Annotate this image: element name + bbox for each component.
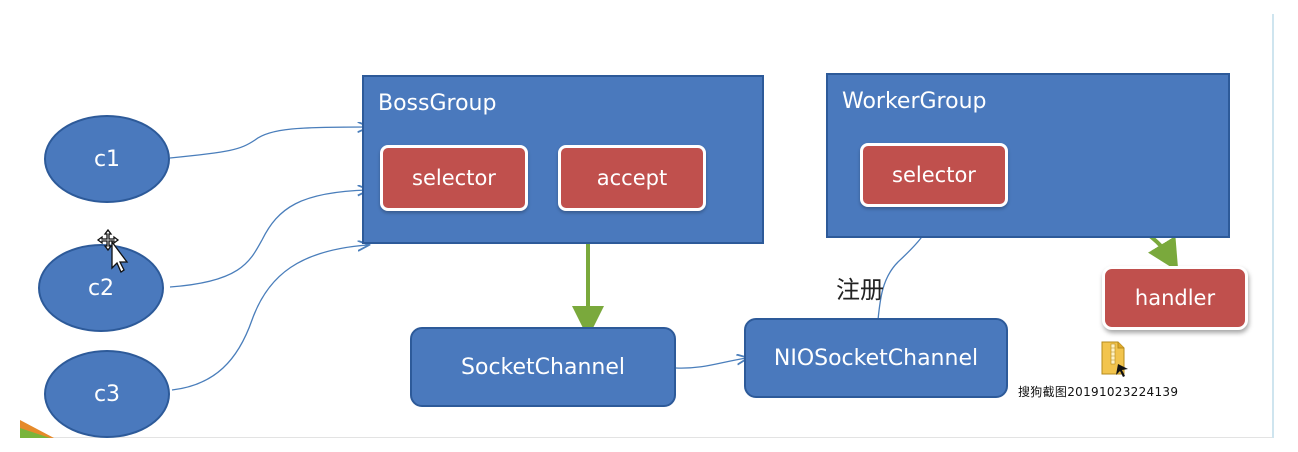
worker-selector-label: selector bbox=[892, 163, 976, 187]
client-c2: c2 bbox=[38, 244, 164, 332]
nio-socket-channel-box: NIOSocketChannel bbox=[744, 318, 1008, 398]
boss-selector-box: selector bbox=[380, 145, 528, 211]
boss-selector-label: selector bbox=[412, 166, 496, 190]
accept-label: accept bbox=[596, 166, 668, 190]
boss-group-title: BossGroup bbox=[378, 91, 497, 116]
socket-channel-box: SocketChannel bbox=[410, 327, 676, 407]
worker-group: WorkerGroup selector bbox=[826, 73, 1230, 238]
worker-group-title: WorkerGroup bbox=[842, 89, 987, 114]
socket-channel-label: SocketChannel bbox=[461, 354, 625, 380]
client-c3: c3 bbox=[44, 350, 170, 438]
move-cursor-icon bbox=[96, 228, 132, 274]
handler-box: handler bbox=[1102, 266, 1248, 330]
worker-selector-box: selector bbox=[860, 143, 1008, 207]
folder-zip-icon[interactable] bbox=[1098, 338, 1130, 378]
client-c1: c1 bbox=[44, 115, 170, 203]
handler-label: handler bbox=[1134, 286, 1216, 310]
socket-to-nio-connector bbox=[675, 358, 747, 369]
client-c1-label: c1 bbox=[93, 146, 121, 172]
register-label: 注册 bbox=[836, 276, 884, 304]
accept-box: accept bbox=[558, 145, 706, 211]
c2-to-boss-connector bbox=[169, 190, 368, 288]
client-c3-label: c3 bbox=[93, 381, 121, 407]
nio-socket-channel-label: NIOSocketChannel bbox=[773, 345, 979, 371]
c1-to-boss-connector bbox=[169, 127, 368, 159]
file-caption[interactable]: 搜狗截图20191023224139 bbox=[1018, 385, 1179, 399]
client-c2-label: c2 bbox=[87, 275, 115, 301]
c3-to-boss-connector bbox=[171, 245, 368, 391]
bottom-rule bbox=[24, 437, 1272, 438]
page-edge-rule bbox=[1272, 14, 1274, 438]
corner-decoration-green bbox=[20, 428, 50, 438]
boss-group: BossGroup selector accept bbox=[362, 75, 764, 244]
